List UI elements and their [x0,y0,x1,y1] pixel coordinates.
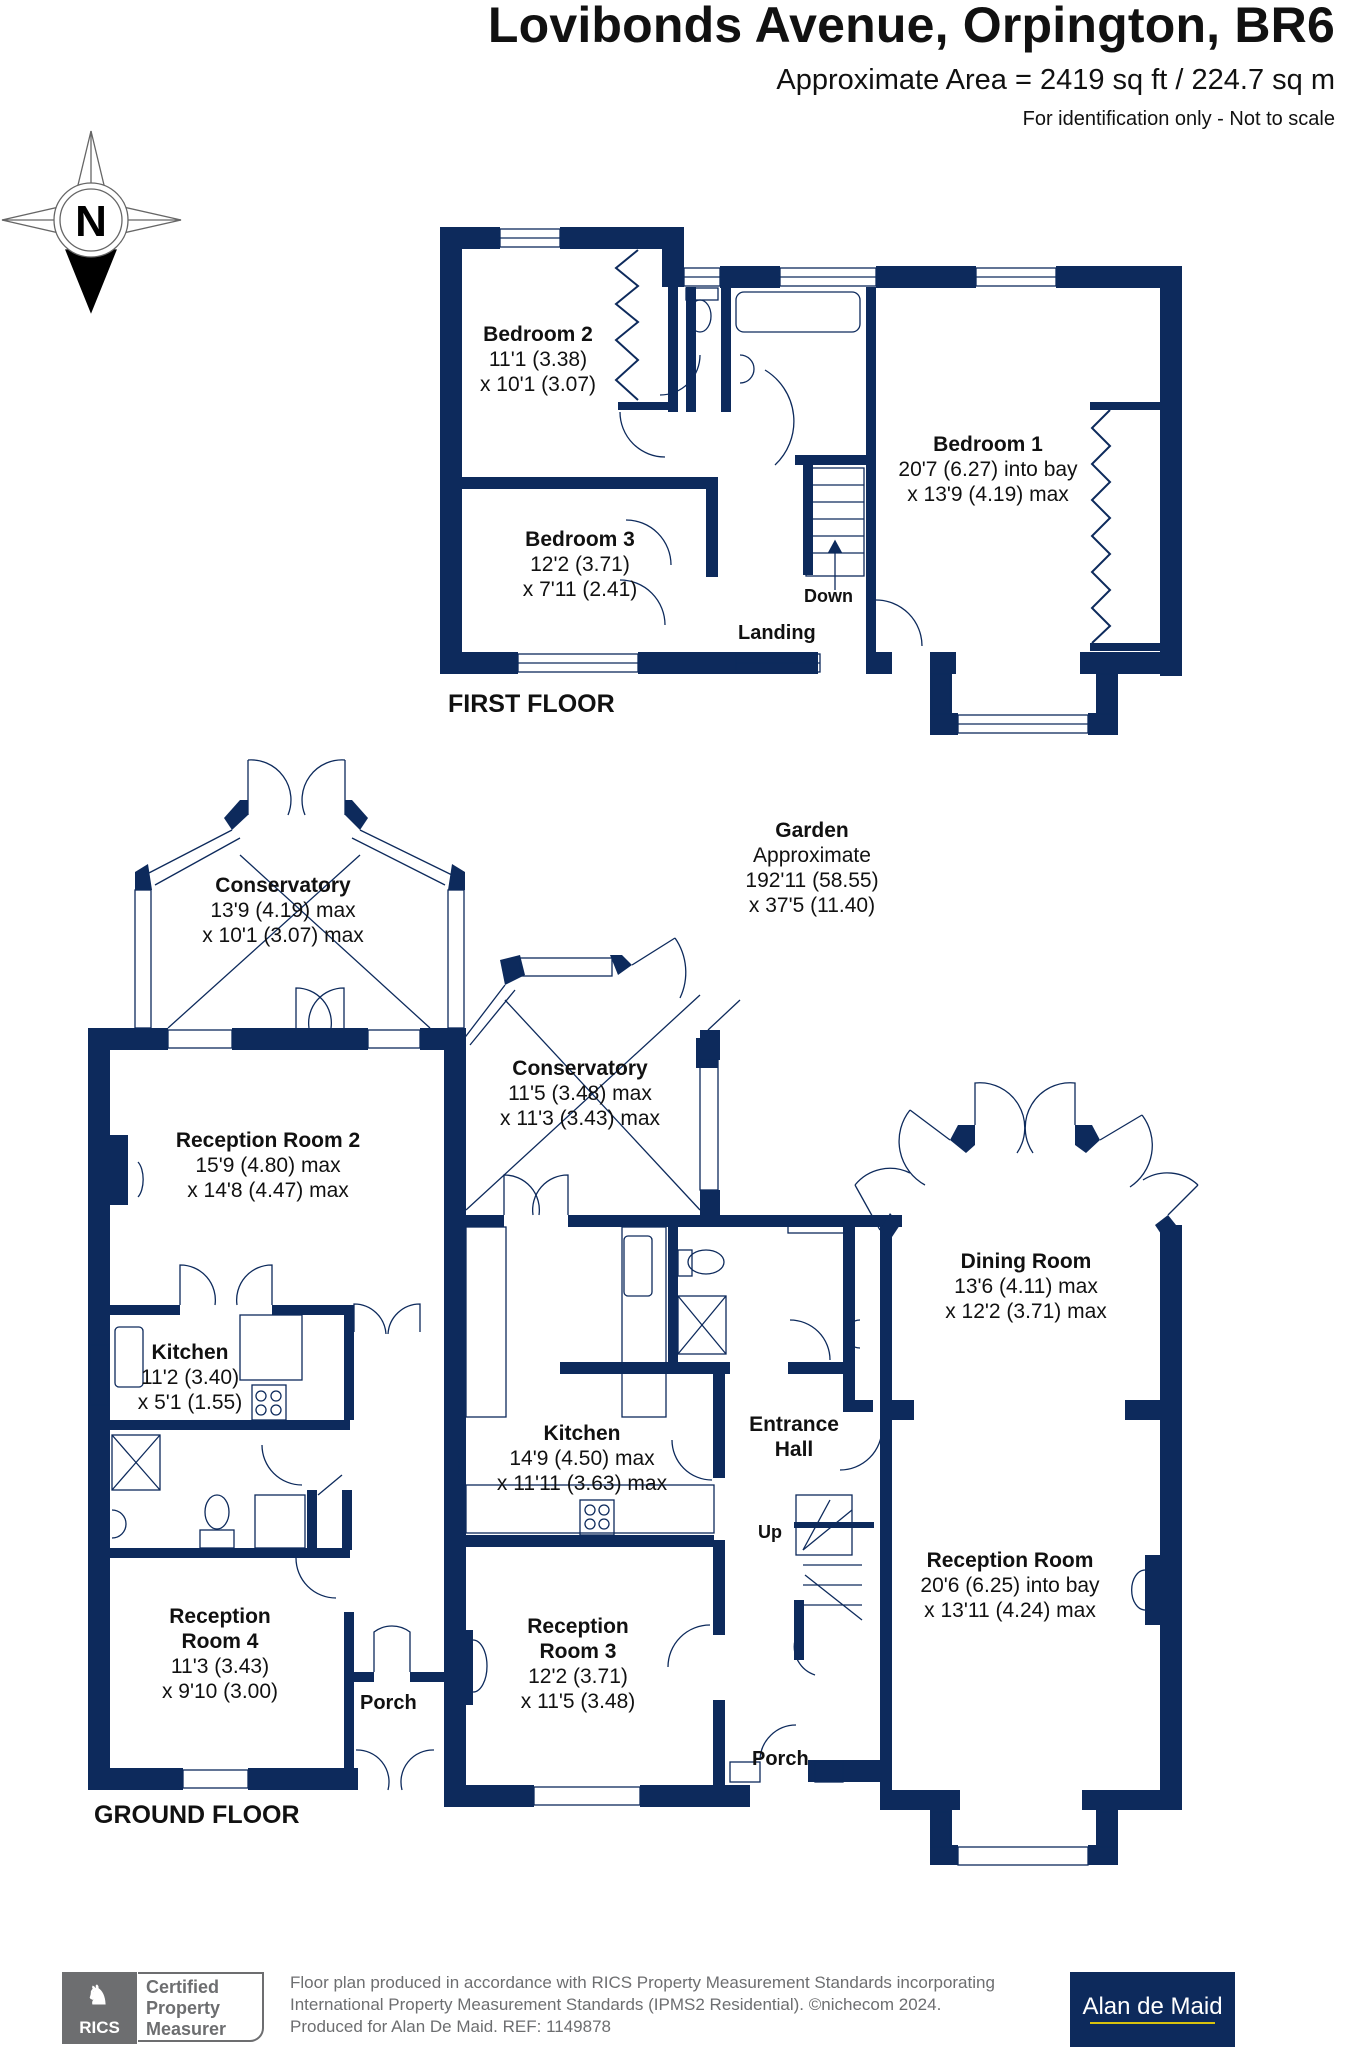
alan-de-maid-logo: Alan de Maid [1070,1972,1235,2047]
compass-icon [1,130,182,314]
room-dining-room: Dining Room 13'6 (4.11) max x 12'2 (3.71… [945,1250,1107,1323]
footer: ♞ RICS Certified Property Measurer Floor… [62,1972,1242,2047]
rics-logo: ♞ RICS [62,1972,137,2044]
label-stairs-up: Up [758,1522,782,1542]
fixtures-and-openings [89,228,1199,1866]
brand-underline [1090,2022,1215,2024]
rics-lion-icon: ♞ [86,1980,110,2010]
first-floor-label: FIRST FLOOR [448,690,615,718]
room-reception-room-4: Reception Room 4 11'3 (3.43) x 9'10 (3.0… [161,1605,279,1703]
room-entrance-hall: Entrance Hall [749,1413,839,1461]
room-kitchen-small: Kitchen 11'2 (3.40) x 5'1 (1.55) [137,1341,243,1414]
property-title: Lovibonds Avenue, Orpington, BR6 [487,0,1335,53]
room-bedroom-2: Bedroom 2 11'1 (3.38) x 10'1 (3.07) [479,323,597,396]
walls [88,227,1182,1865]
room-kitchen: Kitchen 14'9 (4.50) max x 11'11 (3.63) m… [496,1422,668,1495]
label-landing: Landing [738,622,816,644]
compass-north-letter: N [75,197,107,246]
garden-label: Garden Approximate 192'11 (58.55) x 37'5… [745,819,879,917]
room-conservatory-1: Conservatory 13'9 (4.19) max x 10'1 (3.0… [202,874,364,947]
ground-floor-label: GROUND FLOOR [94,1801,300,1829]
label-porch-right: Porch [752,1748,809,1770]
approximate-area: Approximate Area = 2419 sq ft / 224.7 sq… [776,64,1335,96]
room-reception-room-2: Reception Room 2 15'9 (4.80) max x 14'8 … [175,1129,361,1202]
label-porch-left: Porch [360,1692,417,1714]
room-reception-room: Reception Room 20'6 (6.25) into bay x 13… [920,1549,1100,1622]
label-stairs-down: Down [804,586,853,606]
room-bedroom-3: Bedroom 3 12'2 (3.71) x 7'11 (2.41) [522,528,638,601]
footer-disclaimer: Floor plan produced in accordance with R… [290,1973,995,2036]
certified-property-measurer-badge: Certified Property Measurer [138,1972,264,2042]
scale-note: For identification only - Not to scale [1022,108,1335,130]
room-conservatory-2: Conservatory 11'5 (3.48) max x 11'3 (3.4… [499,1057,661,1130]
room-reception-room-3: Reception Room 3 12'2 (3.71) x 11'5 (3.4… [520,1615,636,1713]
room-bedroom-1: Bedroom 1 20'7 (6.27) into bay x 13'9 (4… [898,433,1078,506]
